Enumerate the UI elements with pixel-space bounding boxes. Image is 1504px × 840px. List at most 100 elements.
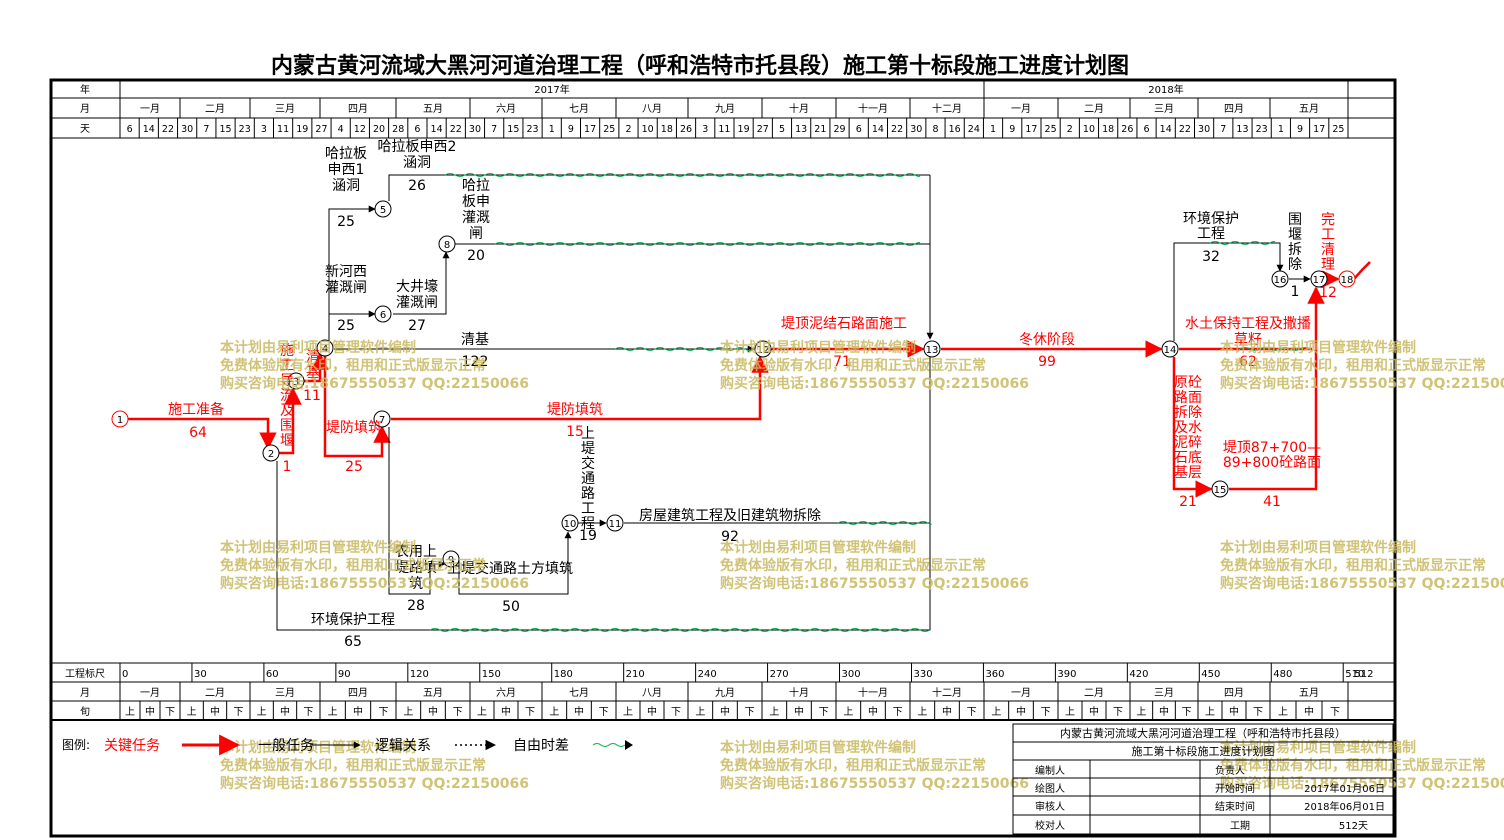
node-circle (373, 410, 391, 428)
day-label: 25 (603, 124, 615, 135)
day-label: 17 (584, 124, 596, 135)
xun-label: 下 (967, 707, 977, 718)
bottom-scale: 工程标尺 月 旬 512 (51, 662, 1395, 721)
month-label-bottom: 五月 (1299, 687, 1319, 699)
xun-label: 下 (1041, 707, 1051, 718)
day-label: 6 (856, 124, 862, 135)
day-label: 19 (296, 124, 308, 135)
day-label: 27 (315, 124, 327, 135)
month-label-bottom: 四月 (348, 687, 368, 699)
month-label-bottom: 八月 (642, 687, 662, 699)
info-project: 内蒙古黄河流域大黑河河道治理工程（呼和浩特市托县段） (1060, 726, 1346, 740)
month-label-top: 一月 (1011, 103, 1031, 115)
info-duration-label: 工期 (1230, 820, 1250, 832)
day-label: 10 (1083, 124, 1095, 135)
info-duration: 512天 (1339, 821, 1368, 832)
month-label-bottom: 一月 (140, 687, 160, 699)
day-label: 22 (891, 124, 903, 135)
day-label: 3 (261, 124, 267, 135)
task-name: 施工导流及围堰 (280, 343, 294, 449)
month-label-top: 一月 (140, 103, 160, 115)
xun-label: 上 (1278, 706, 1288, 718)
xun-label: 中 (868, 705, 878, 718)
month-label-bottom: 四月 (1224, 687, 1244, 699)
xun-label: 中 (647, 705, 657, 718)
scale-label: 300 (842, 669, 861, 680)
month-label-top: 十月 (789, 102, 809, 115)
scale-end: 512 (1354, 669, 1373, 680)
month-label-top: 二月 (205, 103, 225, 115)
month-label-top: 五月 (423, 103, 443, 115)
xun-label: 下 (378, 707, 388, 718)
xun-label: 下 (165, 707, 175, 718)
month-row-label: 月 (80, 103, 90, 115)
month-row-bottom: 一月二月三月四月五月六月七月八月九月十月十一月十二月一月二月三月四月五月 (119, 682, 1319, 701)
watermark-text: 免费体验版有水印，租用和正式版显示正常 (720, 357, 986, 374)
watermark-text: 本计划由易利项目管理软件编制 (1220, 539, 1416, 556)
task-name: 水土保持工程及撒播草籽 (1185, 316, 1311, 348)
xun-label: 中 (1229, 705, 1239, 718)
task-duration: 50 (502, 599, 520, 615)
legend-logic-text: 逻辑关系 (375, 738, 431, 754)
xun-label: 上 (623, 706, 633, 718)
watermark-text: 免费体验版有水印，租用和正式版显示正常 (720, 757, 986, 774)
month-label-top: 七月 (569, 103, 589, 115)
month-label-bottom: 二月 (1084, 687, 1104, 699)
node-circle (1211, 480, 1229, 498)
watermark-text: 本计划由易利项目管理软件编制 (720, 339, 916, 356)
task-name: 完工清理 (1321, 212, 1335, 273)
xun-label: 下 (745, 707, 755, 718)
day-label: 14 (872, 124, 884, 135)
xun-label: 中 (1159, 705, 1169, 718)
month-label-top: 二月 (1084, 103, 1104, 115)
watermark-text: 购买咨询电话:18675550537 QQ:22150066 (720, 775, 1029, 792)
xun-label: 上 (549, 706, 559, 718)
month-label-bottom: 六月 (496, 687, 516, 699)
day-label: 6 (127, 124, 133, 135)
xun-label: 上 (843, 706, 853, 718)
info-leader: 负责人 (1215, 764, 1245, 777)
day-label: 1 (1278, 124, 1284, 135)
day-label: 26 (1121, 124, 1133, 135)
node-circle (438, 235, 456, 253)
info-start: 2017年01月06日 (1304, 782, 1385, 795)
task-name: 哈拉板申灌溉闸 (462, 178, 490, 242)
watermark-text: 免费体验版有水印，租用和正式版显示正常 (720, 557, 986, 574)
xun-label: 中 (501, 705, 511, 718)
xun-label: 中 (1089, 705, 1099, 718)
task-duration: 99 (1038, 354, 1056, 370)
month-row-top: 一月二月三月四月五月六月七月八月九月十月十一月十二月一月二月三月四月五月 (119, 98, 1319, 118)
watermarks: 本计划由易利项目管理软件编制免费体验版有水印，租用和正式版显示正常购买咨询电话:… (220, 339, 1504, 792)
xun-label: 上 (187, 706, 197, 718)
day-label: 7 (491, 124, 497, 135)
xun-label: 上 (1205, 706, 1215, 718)
xun-label: 上 (477, 706, 487, 718)
xun-label: 中 (794, 705, 804, 718)
node-label: 17 (1313, 275, 1326, 286)
day-label: 5 (779, 124, 785, 135)
outer-frame (49, 78, 1397, 838)
month-label-top: 四月 (348, 103, 368, 115)
day-label: 7 (203, 124, 209, 135)
task-name: 上堤交通路工程 (581, 426, 595, 532)
watermark-text: 本计划由易利项目管理软件编制 (1220, 339, 1416, 356)
day-label: 30 (181, 124, 193, 135)
task-name: 围堰拆除 (1288, 212, 1302, 273)
node-label: 15 (1214, 485, 1227, 496)
node-label: 12 (757, 345, 770, 356)
day-label: 27 (757, 124, 769, 135)
day-label: 21 (814, 124, 826, 135)
xun-label: 上 (917, 706, 927, 718)
day-label: 10 (642, 124, 654, 135)
xun-label: 下 (525, 707, 535, 718)
day-label: 28 (392, 124, 404, 135)
node-circle (1338, 270, 1356, 288)
scale-label: 480 (1273, 669, 1292, 680)
task-name: 大井壕灌溉闸 (396, 278, 438, 311)
node-circle (111, 410, 129, 428)
scale-label: 450 (1201, 669, 1220, 680)
task-name: 施工准备 (168, 401, 224, 418)
task-duration: 25 (337, 214, 355, 230)
task-name: 堤顶87+700—89+800砼路面 (1223, 440, 1321, 471)
task-name: 原砼路面拆除及水泥碎石底基层 (1174, 375, 1202, 481)
